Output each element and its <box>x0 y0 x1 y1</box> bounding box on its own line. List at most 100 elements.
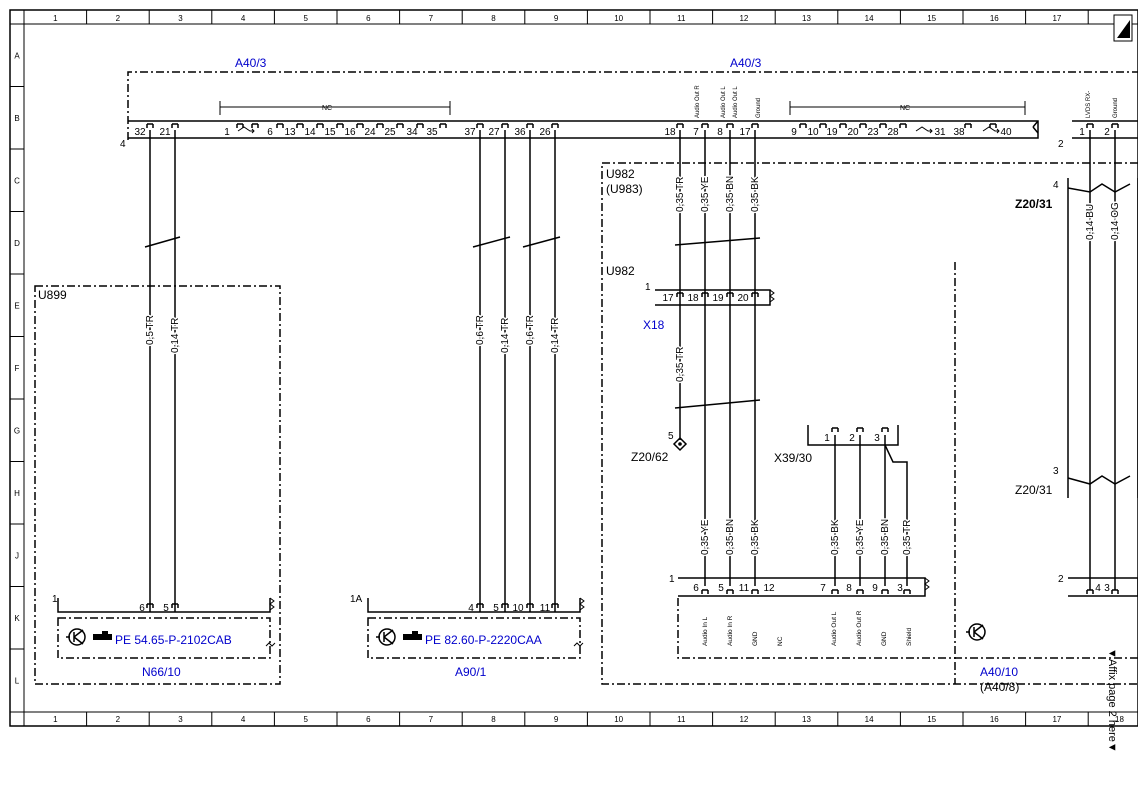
nc-label: NC <box>900 105 910 112</box>
pin-group-label: 4 <box>120 139 126 150</box>
component-u982: U982 <box>606 167 635 181</box>
pin-number: 6 <box>267 127 273 138</box>
wire-label: 0,35 BK <box>830 519 841 555</box>
grid-row-label: B <box>14 114 19 123</box>
pin-number: 2 <box>1058 574 1064 585</box>
pin-number: 21 <box>159 127 171 138</box>
affix-note: ▼Affix page 2 here▼ <box>1106 648 1118 753</box>
pin-caption: Audio Out R <box>856 610 863 646</box>
grid-column-label: 16 <box>990 715 999 724</box>
pin-caption: Ground <box>756 98 762 118</box>
dashed-boundaries <box>34 71 1138 685</box>
wire-label: 0,6 TR <box>525 315 536 345</box>
pin-number: 11 <box>739 583 750 594</box>
grid-column-label: 10 <box>614 14 623 23</box>
nc-brackets <box>219 101 1026 115</box>
grid-column-label: 9 <box>554 715 559 724</box>
component-u982-mid: U982 <box>606 264 635 278</box>
grid-row-label: L <box>15 676 20 685</box>
grid-column-label: 4 <box>241 14 246 23</box>
pin-number: 6 <box>693 583 699 594</box>
wire-label: 0,35 YE <box>700 176 711 212</box>
wire-label: 0,14 TR <box>170 318 181 353</box>
component-a40-3-left: A40/3 <box>235 56 267 70</box>
pin-number: 26 <box>539 127 551 138</box>
grid-row-label: A <box>14 51 20 60</box>
grid-column-label: 6 <box>366 715 371 724</box>
nc-label: NC <box>322 105 332 112</box>
grid-column-label: 13 <box>802 14 811 23</box>
grid-row-label: E <box>14 301 19 310</box>
grid-column-label: 2 <box>116 14 121 23</box>
grid-column-label: 3 <box>178 14 183 23</box>
pin-number: 9 <box>791 127 797 138</box>
grid-column-label: 8 <box>491 14 496 23</box>
pin-number: 13 <box>284 127 296 138</box>
pin-caption: LVDS RX- <box>1086 91 1092 118</box>
pin-number: 1 <box>669 574 675 585</box>
pin-number: 34 <box>406 127 418 138</box>
pin-number: 9 <box>872 583 878 594</box>
pin-caption: Shield <box>906 628 913 646</box>
component-a40-10: A40/10 <box>980 665 1018 679</box>
pin-number: 1 <box>824 433 830 444</box>
pin-caption: Audio In R <box>727 615 734 646</box>
wire-label: 0,14 TR <box>500 318 511 353</box>
grid-column-label: 5 <box>303 14 308 23</box>
module-icons <box>66 623 986 646</box>
pin-number: 6 <box>139 603 145 614</box>
shield-icon <box>265 642 276 647</box>
grid-row-label: C <box>14 176 20 185</box>
pin-number: 23 <box>867 127 879 138</box>
pin-caption: GND <box>881 631 888 646</box>
pin-number: 5 <box>668 431 674 442</box>
transistor-icon-a90 <box>376 628 396 646</box>
grid-row-label: H <box>14 489 20 498</box>
component-a40-3-right: A40/3 <box>730 56 762 70</box>
shield-icon <box>924 577 930 591</box>
pin-number: 3 <box>1104 583 1110 594</box>
connector-strips <box>57 120 1138 613</box>
component-n66-10: N66/10 <box>142 665 181 679</box>
component-z20-31-bottom: Z20/31 <box>1015 483 1053 497</box>
pin-number: 28 <box>887 127 899 138</box>
pin-number: 20 <box>737 293 749 304</box>
grid-column-label: 11 <box>677 715 686 724</box>
switch-icon <box>915 126 933 134</box>
wire-label: 0,35 BK <box>750 519 761 555</box>
switch-icon <box>982 126 1000 134</box>
pin-number: 24 <box>364 127 376 138</box>
wire-label: 0,35 BN <box>725 519 736 555</box>
pin-number: 10 <box>807 127 819 138</box>
drawing-frame <box>9 9 1138 727</box>
pin-number: 32 <box>134 127 146 138</box>
pin-number: 11 <box>540 603 551 614</box>
component-z20-31-top: Z20/31 <box>1015 197 1053 211</box>
pin-number: 16 <box>344 127 356 138</box>
pin-number: 17 <box>739 127 751 138</box>
grid-column-label: 11 <box>677 14 686 23</box>
shield-icon <box>269 597 275 611</box>
pin-number: 1 <box>645 282 651 293</box>
pin-number: 18 <box>687 293 699 304</box>
wire-label: 0,35 TR <box>902 520 913 555</box>
grid-column-label: 8 <box>491 715 496 724</box>
wire-label: 0,35 TR <box>675 177 686 212</box>
pin-number: 3 <box>897 583 903 594</box>
grid-row-label: J <box>15 551 19 560</box>
pin-number: 7 <box>693 127 699 138</box>
wire-label: 0,35 TR <box>675 347 686 382</box>
pin-number: 1 <box>1079 127 1085 138</box>
switch-icon <box>237 126 255 134</box>
grid-column-label: 5 <box>303 715 308 724</box>
pin-number: 1 <box>52 594 58 605</box>
pin-caption: Ground <box>1113 98 1119 118</box>
pin-number: 5 <box>718 583 724 594</box>
pin-number: 1A <box>350 594 363 605</box>
